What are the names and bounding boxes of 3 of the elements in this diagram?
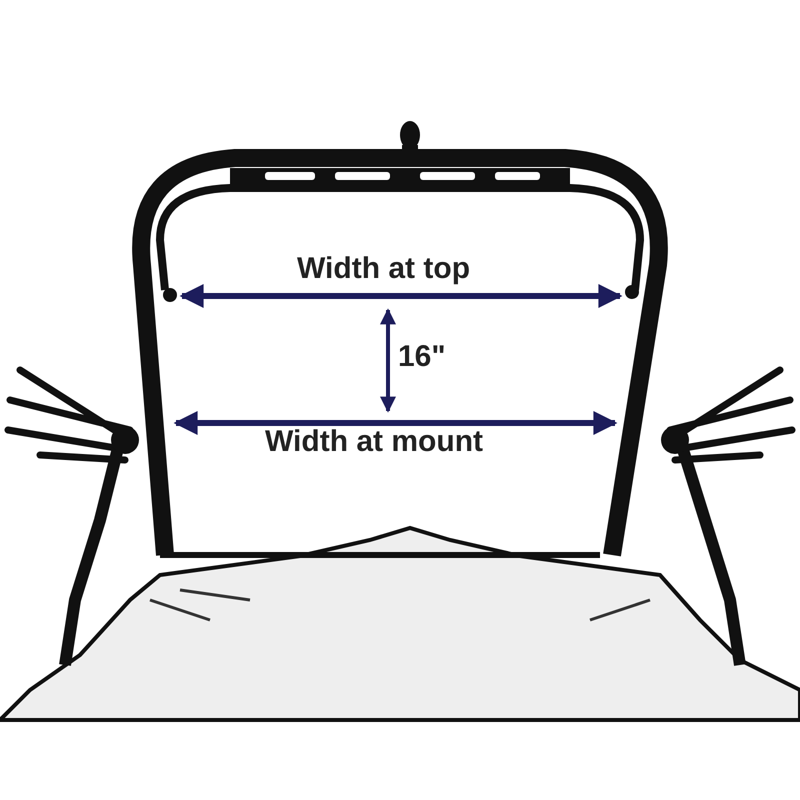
dimension-label: Width at top: [297, 254, 470, 284]
dimension-label: 16": [398, 342, 446, 372]
dimension-label: Width at mount: [265, 427, 484, 457]
